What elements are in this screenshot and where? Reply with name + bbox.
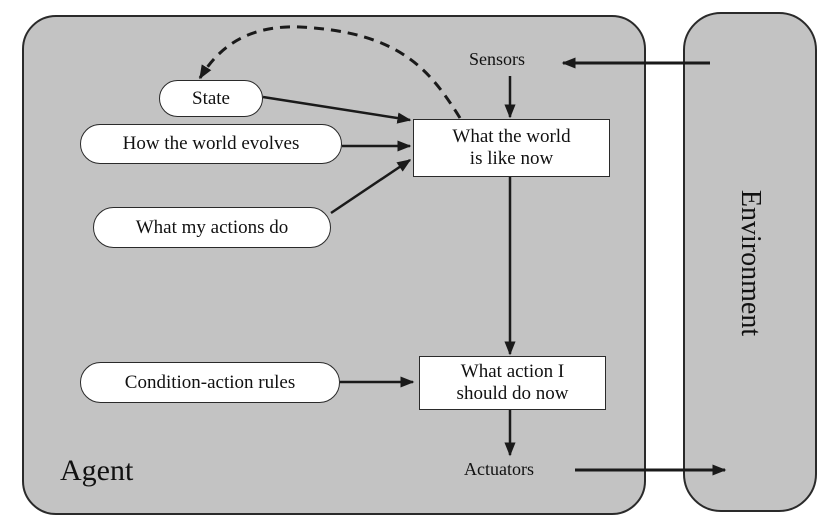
world-now-line-1: What the world [452,126,571,147]
state-node: State [159,80,263,117]
actions-do-to-world-arrow [330,158,412,215]
world-evolves-label: How the world evolves [122,133,300,154]
action-now-line-1: What action I [460,361,565,382]
actions-do-label: What my actions do [135,216,289,238]
condition-rules-label: Condition-action rules [124,371,296,393]
world-evolves-node: How the world evolves [80,124,342,164]
world-now-line-2: is like now [469,148,554,169]
agent-label: Agent [60,454,134,487]
action-now-line-2: should do now [456,383,569,404]
world-now-node: What the world is like now [413,119,610,177]
actuators-label: Actuators [464,459,534,479]
actions-do-node: What my actions do [93,207,331,248]
world-to-state-dashed-arrow [198,25,462,119]
action-now-node: What action I should do now [419,356,606,410]
environment-panel [683,12,817,512]
state-to-world-arrow [262,95,412,124]
sensors-label: Sensors [469,49,526,69]
state-label: State [192,87,230,109]
condition-rules-node: Condition-action rules [80,362,340,403]
agent-panel [22,15,646,515]
